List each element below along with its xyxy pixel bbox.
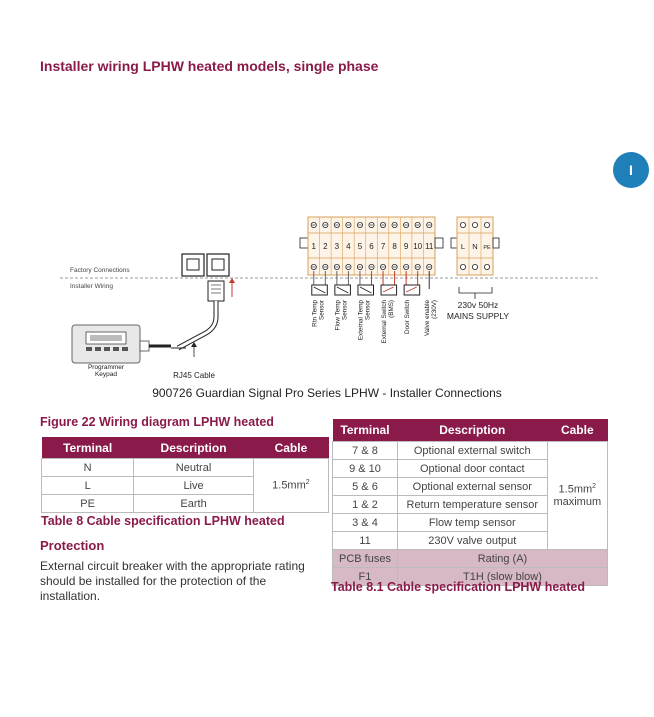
header-description: Description: [133, 437, 254, 459]
terminal-number: 5: [358, 242, 363, 251]
page-title: Installer wiring LPHW heated models, sin…: [40, 58, 379, 74]
table-row: 5 & 6 Optional external sensor: [332, 477, 608, 496]
sensor-label: Sensor: [319, 300, 326, 320]
screw-icon: [471, 221, 478, 228]
rj45-sockets: [181, 253, 230, 277]
installer-label: Installer Wiring: [70, 283, 113, 290]
sensor-label: External Temp: [358, 300, 365, 341]
keypad-label-2: Keypad: [95, 371, 117, 378]
terminal-number: 6: [369, 242, 374, 251]
terminal-number: 9: [404, 242, 409, 251]
sensor-label: Flow Temp: [335, 300, 342, 331]
keypad-label-1: Programmer: [88, 364, 125, 371]
description-cell: Optional external sensor: [396, 477, 548, 496]
fuse-header-rating: Rating (A): [396, 549, 609, 568]
terminal-cell: 9 & 10: [332, 459, 398, 478]
sensor-label: Sensor: [342, 300, 349, 320]
mains-terminal-label: L: [461, 242, 465, 251]
header-terminal: Terminal: [332, 419, 398, 442]
terminal-number: 11: [425, 242, 434, 251]
switch-icon: [403, 284, 421, 296]
description-cell: Flow temp sensor: [396, 513, 548, 532]
description-cell: Optional door contact: [396, 459, 548, 478]
description-cell: Optional external switch: [396, 441, 548, 460]
cable-cell: 1.5mm2: [252, 458, 330, 513]
fuse-row: F1 T1H (slow blow): [332, 567, 609, 586]
diagram-caption: 900726 Guardian Signal Pro Series LPHW -…: [152, 386, 502, 400]
protection-text: External circuit breaker with the approp…: [40, 559, 305, 603]
description-cell: Return temperature sensor: [396, 495, 548, 514]
sensor-label: Door Switch: [404, 300, 411, 334]
wiring-diagram: Factory Connections Installer Wiring Pro…: [60, 216, 600, 380]
sensor-label: External Switch: [381, 300, 388, 344]
cable-spec-table-8: Terminal Description Cable N Neutral 1.5…: [40, 437, 330, 513]
screw-icon: [483, 264, 490, 271]
factory-label: Factory Connections: [70, 267, 130, 274]
terminal-cell: L: [40, 476, 135, 495]
screw-icon: [471, 264, 478, 271]
terminal-cell: 7 & 8: [332, 441, 398, 460]
terminal-cell: 3 & 4: [332, 513, 398, 532]
terminal-number: 2: [323, 242, 328, 251]
sensor-label: Rtn Temp: [312, 300, 319, 327]
table-row: PE Earth: [40, 494, 329, 513]
table-row: 9 & 10 Optional door contact: [332, 459, 608, 478]
fuse-header-row: PCB fuses Rating (A): [332, 549, 609, 568]
terminal-number: 3: [335, 242, 340, 251]
screw-icon: [483, 221, 490, 228]
terminal-number: 10: [413, 242, 422, 251]
description-cell: Neutral: [133, 458, 254, 477]
table-row: N Neutral 1.5mm2: [40, 458, 330, 513]
table81-title: Table 8.1 Cable specification LPHW heate…: [331, 580, 585, 594]
fuse-rating: T1H (slow blow): [396, 567, 609, 586]
terminal-cell: 5 & 6: [332, 477, 398, 496]
terminal-number: 8: [392, 242, 397, 251]
sensor-label: Valve enable: [424, 300, 431, 336]
table8-title: Table 8 Cable specification LPHW heated: [41, 514, 285, 528]
sensor-label: (230V): [431, 300, 438, 319]
table-row: 11 230V valve output: [332, 531, 608, 550]
protection-heading: Protection: [40, 538, 105, 553]
figure-caption: Figure 22 Wiring diagram LPHW heated: [40, 415, 274, 429]
sensor-label: (BMS): [388, 300, 395, 318]
mains-terminal-label: N: [472, 242, 477, 251]
switch-icon: [380, 284, 398, 296]
section-badge: I: [613, 152, 649, 188]
mains-label-2: MAINS SUPPLY: [447, 311, 510, 321]
fuse-header-terminal: PCB fuses: [332, 549, 398, 568]
table-row: 3 & 4 Flow temp sensor: [332, 513, 608, 532]
header-cable: Cable: [253, 437, 329, 459]
header-description: Description: [397, 419, 548, 442]
description-cell: Live: [133, 476, 254, 495]
mains-label-1: 230v 50Hz: [458, 300, 499, 310]
mains-terminal-label: PE: [483, 245, 491, 251]
terminal-cell: 1 & 2: [332, 495, 398, 514]
screw-icon: [459, 221, 466, 228]
terminal-number: 7: [381, 242, 386, 251]
rj45-cable-label: RJ45 Cable: [173, 371, 215, 380]
header-terminal: Terminal: [41, 437, 134, 459]
terminal-cell: N: [40, 458, 135, 477]
terminal-number: 4: [346, 242, 351, 251]
screw-icon: [459, 264, 466, 271]
terminal-cell: 11: [332, 531, 398, 550]
sensor-label: Sensor: [365, 300, 372, 320]
description-cell: 230V valve output: [396, 531, 548, 550]
cable-spec-table-8-1: Terminal Description Cable 7 & 8 Optiona…: [332, 419, 609, 586]
description-cell: Earth: [133, 494, 254, 513]
header-cable: Cable: [547, 419, 608, 442]
terminal-number: 1: [312, 242, 317, 251]
programmer-keypad: [71, 324, 171, 364]
terminal-cell: PE: [40, 494, 135, 513]
